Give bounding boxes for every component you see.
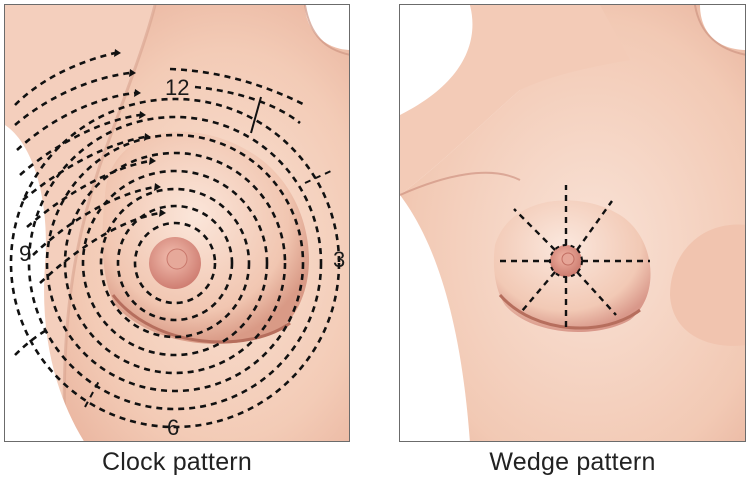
clock-pattern-panel: 12 3 6 9 xyxy=(4,4,350,442)
clock-label-12: 12 xyxy=(165,75,189,100)
clock-pattern-caption: Clock pattern xyxy=(4,448,350,477)
clock-label-9: 9 xyxy=(19,241,31,266)
clock-label-3: 3 xyxy=(333,247,345,272)
wedge-pattern-panel xyxy=(399,4,746,442)
clock-pattern-illustration: 12 3 6 9 xyxy=(5,5,350,442)
wedge-pattern-illustration xyxy=(400,5,746,442)
nipple xyxy=(167,249,187,269)
nipple xyxy=(562,253,574,265)
wedge-pattern-caption: Wedge pattern xyxy=(399,448,746,477)
clock-label-6: 6 xyxy=(167,415,179,440)
